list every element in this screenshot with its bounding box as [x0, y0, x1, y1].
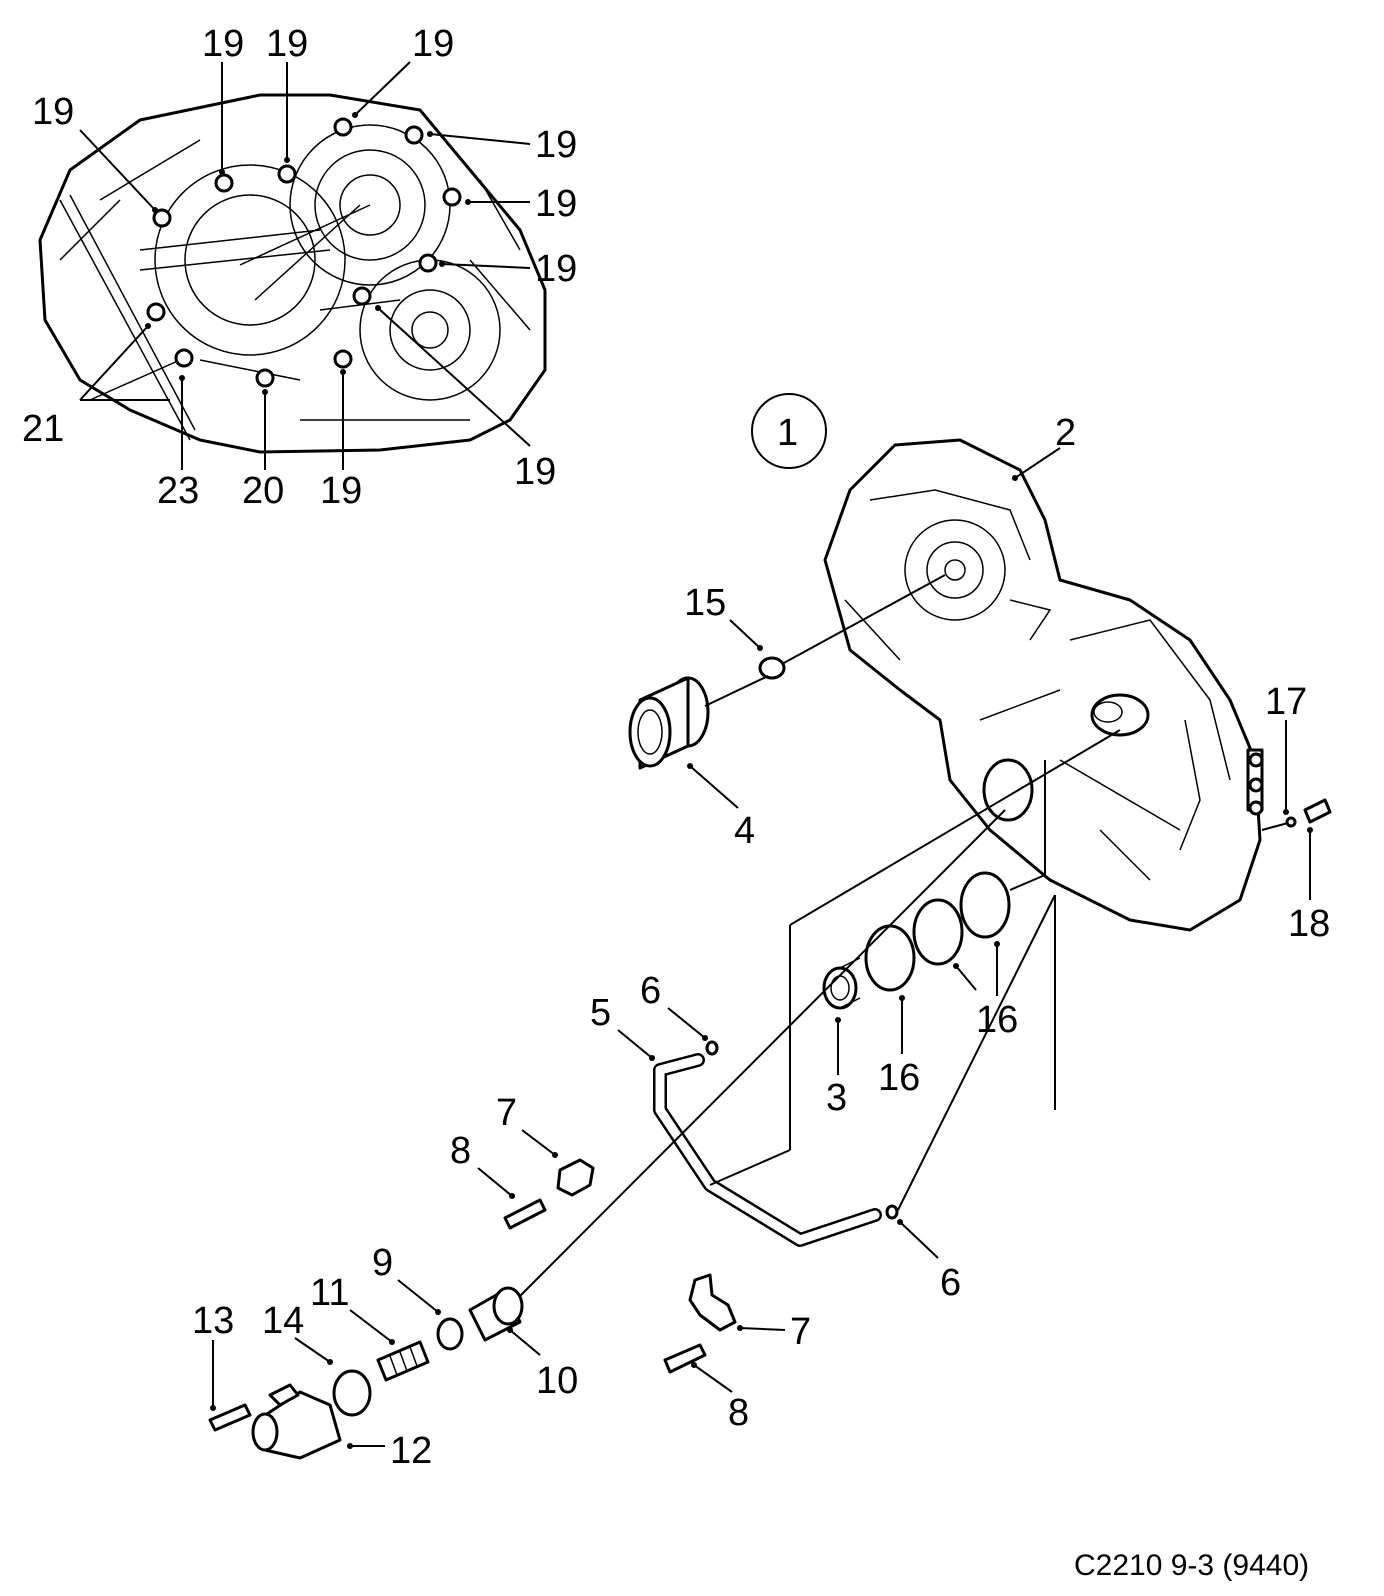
svg-text:2: 2 — [1055, 412, 1076, 454]
svg-text:13: 13 — [192, 1300, 234, 1342]
callouts-20-21-23: 20 23 21 — [22, 323, 284, 512]
svg-text:14: 14 — [262, 1300, 304, 1342]
callout-19-right-4: 19 — [514, 451, 556, 493]
svg-text:12: 12 — [390, 1430, 432, 1472]
callout-20: 20 — [242, 470, 284, 512]
cover-housing — [823, 438, 1264, 932]
callout-23: 23 — [157, 470, 199, 512]
part-9-seal: 9 — [372, 1242, 464, 1351]
svg-text:18: 18 — [1288, 903, 1330, 945]
svg-text:3: 3 — [826, 1077, 847, 1119]
part-16-rings: 16 16 — [864, 871, 1046, 1099]
svg-text:10: 10 — [536, 1360, 578, 1402]
callout-19-top-2: 19 — [266, 23, 308, 65]
svg-text:8: 8 — [450, 1130, 471, 1172]
callouts-19: 19 19 19 19 19 19 19 19 19 — [32, 23, 577, 512]
callout-19-bottom-1: 19 — [320, 470, 362, 512]
svg-text:7: 7 — [496, 1092, 517, 1134]
part-6-orings: 6 6 — [640, 894, 1056, 1304]
part-4-bearing: 4 — [628, 675, 769, 852]
part-10-bushing: 10 — [468, 809, 1006, 1402]
part-11-spring: 11 — [310, 1272, 430, 1382]
callout-19-right-3: 19 — [535, 248, 577, 290]
part-17-18: 17 18 — [1261, 681, 1332, 945]
part-7-clip-upper: 7 — [496, 1092, 595, 1197]
bolt-markers — [146, 117, 462, 388]
group-number-circle: 1 — [751, 393, 827, 469]
part-8-bolt-upper: 8 — [450, 1130, 547, 1230]
callout-19-right-2: 19 — [535, 183, 577, 225]
callout-16-a: 16 — [976, 999, 1018, 1041]
part-13-bolt: 13 — [192, 1300, 252, 1432]
callout-6-a: 6 — [640, 970, 661, 1012]
callout-19-right-1: 19 — [535, 124, 577, 166]
part-15-oring: 15 — [684, 574, 946, 680]
svg-text:4: 4 — [734, 810, 755, 852]
svg-text:11: 11 — [310, 1272, 349, 1314]
callout-21: 21 — [22, 408, 64, 450]
group-number-text: 1 — [777, 412, 798, 454]
part-3-sleeve: 3 — [822, 957, 861, 1119]
svg-text:17: 17 — [1265, 681, 1307, 723]
figure-caption: C2210 9-3 (9440) — [1074, 1549, 1309, 1582]
svg-text:5: 5 — [590, 992, 611, 1034]
svg-text:8: 8 — [728, 1392, 749, 1434]
callout-19-top-3: 19 — [412, 23, 454, 65]
callout-16-b: 16 — [878, 1057, 920, 1099]
leader-lines — [709, 729, 1121, 1186]
svg-text:15: 15 — [684, 582, 726, 624]
part-5-pipe: 5 — [590, 992, 882, 1247]
callout-19-left: 19 — [32, 91, 74, 133]
callout-2: 2 — [1012, 412, 1076, 481]
part-7-clip-lower: 7 — [688, 1273, 811, 1353]
part-12-actuator: 12 — [251, 1383, 432, 1472]
callout-6-b: 6 — [940, 1262, 961, 1304]
svg-text:7: 7 — [790, 1311, 811, 1353]
part-14-oring: 14 — [262, 1300, 372, 1417]
svg-text:9: 9 — [372, 1242, 393, 1284]
callout-19-top-1: 19 — [202, 23, 244, 65]
gearbox-overview — [38, 93, 547, 454]
part-8-bolt-lower: 8 — [663, 1343, 749, 1434]
